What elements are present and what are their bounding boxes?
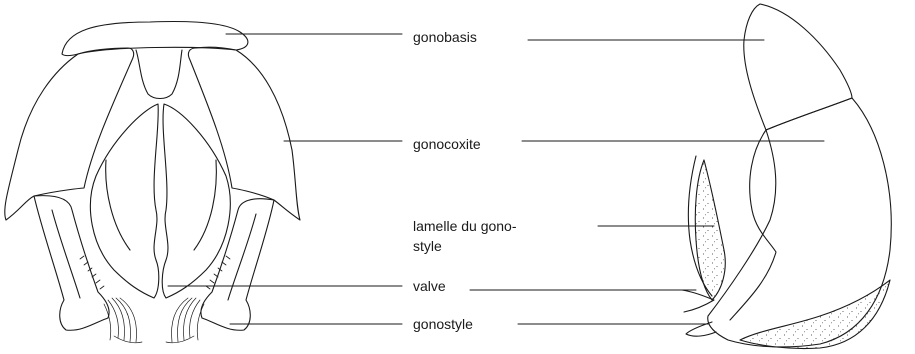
label-gonocoxite: gonocoxite: [413, 136, 481, 152]
lateral-gonobasis: [743, 3, 853, 131]
left-valve: [89, 103, 160, 299]
lateral-lamelle: [694, 159, 726, 301]
ventral-view: [4, 20, 301, 344]
gonobasis-plate: [61, 20, 249, 57]
label-gonostyle: gonostyle: [413, 316, 473, 332]
right-gonostyle: [200, 198, 275, 331]
lateral-gonostyle: [739, 279, 891, 350]
right-valve: [161, 103, 231, 299]
label-lamelle-line-2: style: [413, 238, 442, 254]
left-gonocoxite: [4, 47, 135, 221]
label-gonobasis: gonobasis: [413, 29, 477, 45]
label-lamelle-du-gonostyle: lamelle du gono- style: [413, 216, 517, 256]
lateral-view: [681, 3, 892, 350]
leader-lines: [167, 33, 825, 325]
left-gonostyle: [33, 195, 110, 331]
right-gonocoxite: [187, 46, 301, 221]
label-valve: valve: [413, 278, 446, 294]
label-lamelle-line-1: lamelle du gono-: [413, 218, 517, 234]
